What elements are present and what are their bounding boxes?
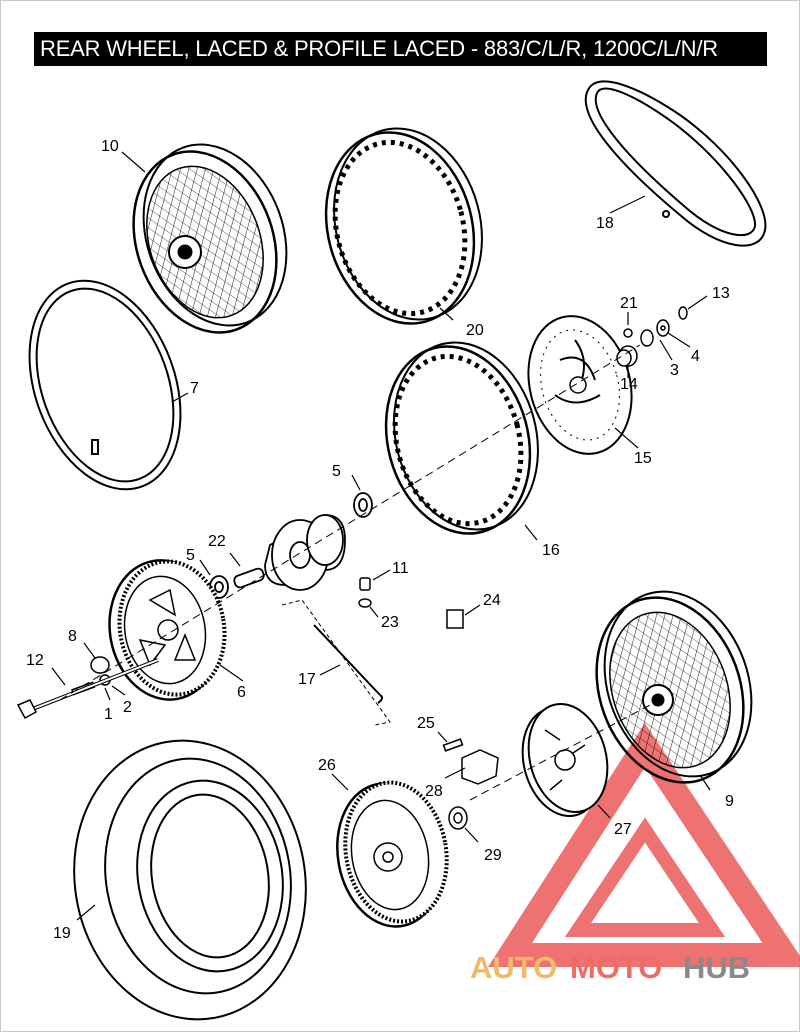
callout-25: 25	[417, 715, 435, 732]
tire	[73, 739, 307, 1021]
hub-assembly	[209, 492, 373, 599]
profile-sprocket	[336, 780, 449, 928]
callout-12: 12	[26, 652, 44, 669]
callout-18: 18	[596, 215, 614, 232]
callout-2: 2	[123, 699, 132, 716]
callout-1: 1	[104, 706, 113, 723]
belt	[584, 80, 767, 247]
inner-tube	[28, 279, 182, 491]
callout-14: 14	[620, 376, 638, 393]
callout-27: 27	[614, 821, 632, 838]
callout-11: 11	[392, 560, 409, 577]
rim-top	[324, 127, 483, 325]
watermark-moto: MOTO	[570, 950, 662, 985]
laced-wheel-bottom	[595, 590, 753, 784]
callout-17: 17	[298, 671, 316, 688]
callout-19: 19	[53, 925, 71, 942]
callout-13: 13	[712, 285, 730, 302]
callout-23: 23	[381, 614, 399, 631]
laced-wheel-top	[132, 143, 288, 334]
callout-5-lower: 5	[186, 547, 195, 564]
callout-7: 7	[190, 380, 199, 397]
watermark-logo	[488, 723, 800, 967]
callout-24: 24	[483, 592, 501, 609]
callout-9: 9	[725, 793, 734, 810]
watermark-hub: HUB	[683, 950, 750, 985]
diagram-title: REAR WHEEL, LACED & PROFILE LACED - 883/…	[34, 32, 767, 66]
label-decal	[446, 609, 464, 629]
axle-parts	[16, 656, 159, 720]
callout-20: 20	[466, 322, 484, 339]
leader-lines	[51, 151, 711, 921]
callout-26: 26	[318, 757, 336, 774]
callout-28: 28	[425, 783, 443, 800]
callout-8: 8	[68, 628, 77, 645]
caliper-parts	[442, 738, 499, 830]
callout-4: 4	[691, 348, 700, 365]
callout-16: 16	[542, 542, 560, 559]
assembly-axis-lines	[59, 344, 651, 801]
hub-small-parts	[616, 306, 688, 367]
rim-middle	[384, 341, 539, 535]
valve-parts	[358, 577, 372, 608]
callout-29: 29	[484, 847, 502, 864]
watermark-text: AUTO MOTO HUB	[470, 950, 750, 985]
profile-wheel-hub	[521, 702, 609, 818]
callout-22: 22	[208, 533, 226, 550]
callout-labels: 10 20 18 7 21 13 3 4 14 15 5 16 22 5 11 …	[26, 138, 734, 942]
spoke	[281, 599, 391, 726]
rear-sprocket	[108, 559, 227, 701]
callout-15: 15	[634, 450, 652, 467]
callout-3: 3	[670, 362, 679, 379]
callout-10: 10	[101, 138, 119, 155]
callout-5-upper: 5	[332, 463, 341, 480]
watermark-auto: AUTO	[470, 950, 557, 985]
callout-6: 6	[237, 684, 246, 701]
callout-21: 21	[620, 295, 638, 312]
